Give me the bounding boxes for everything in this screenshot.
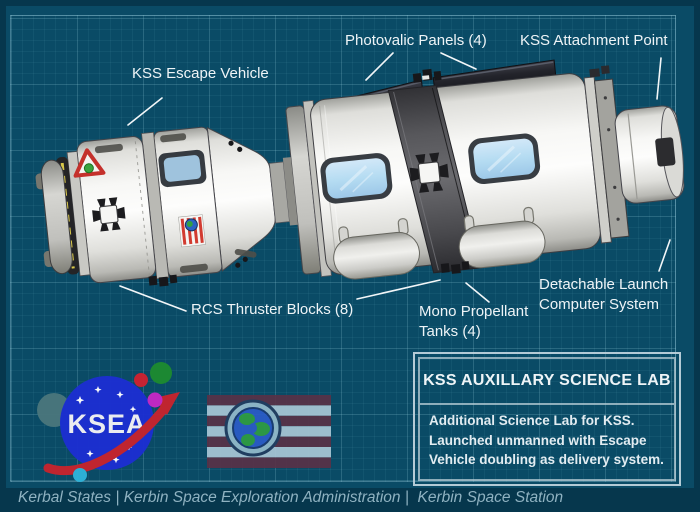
label-photovalic-panels: Photovalic Panels (4) xyxy=(345,32,487,49)
launch-computer-module xyxy=(614,105,685,204)
label-rcs-thrusters: RCS Thruster Blocks (8) xyxy=(191,301,354,318)
leader-computer xyxy=(658,239,671,272)
leader-photovalic-right xyxy=(440,52,477,70)
cyan-planet-dot-icon xyxy=(73,468,87,482)
leader-photovalic-left xyxy=(365,52,394,81)
warning-triangle-decal xyxy=(73,148,106,178)
info-box-title: KSS AUXILLARY SCIENCE LAB xyxy=(420,359,674,405)
green-planet-dot-icon xyxy=(150,362,172,384)
info-box-inner-frame: KSS AUXILLARY SCIENCE LAB Additional Sci… xyxy=(418,357,676,481)
science-lab-module xyxy=(285,65,685,280)
leader-rcs-left xyxy=(119,285,187,312)
flag-decal xyxy=(178,214,206,248)
info-box-body: Additional Science Lab for KSS. Launched… xyxy=(420,405,674,470)
kerbal-states-flag xyxy=(207,395,331,468)
capsule-rcs-block xyxy=(148,274,178,287)
leader-rcs-right xyxy=(356,279,441,300)
escape-vehicle-capsule xyxy=(35,126,298,287)
label-computer: Detachable Launch Computer System xyxy=(539,275,668,315)
info-line-3: Vehicle doubling as delivery system. xyxy=(429,452,664,467)
label-computer-line2: Computer System xyxy=(539,296,660,313)
label-escape-vehicle: KSS Escape Vehicle xyxy=(132,65,269,82)
label-mono-tanks-line2: Tanks (4) xyxy=(419,323,481,340)
info-line-1: Additional Science Lab for KSS. xyxy=(429,413,635,428)
leader-attachment-point xyxy=(656,57,662,100)
red-planet-dot-icon xyxy=(134,373,148,387)
label-mono-tanks: Mono Propellant Tanks (4) xyxy=(419,302,528,342)
ksea-agency-logo: KSEA xyxy=(37,362,180,482)
leader-lines xyxy=(119,52,671,312)
label-attachment-point: KSS Attachment Point xyxy=(520,32,668,49)
magenta-planet-dot-icon xyxy=(147,392,163,408)
label-mono-tanks-line1: Mono Propellant xyxy=(419,303,529,320)
flag-globe-icon xyxy=(224,399,282,457)
mono-propellant-tanks xyxy=(333,206,546,280)
ksea-logo-text: KSEA xyxy=(67,409,146,439)
spacecraft-illustration xyxy=(35,59,685,287)
lab-window-right xyxy=(468,133,541,185)
label-computer-line1: Detachable Launch xyxy=(539,276,669,293)
leader-mono-tanks xyxy=(465,282,490,303)
info-line-2: Launched unmanned with Escape xyxy=(429,432,647,448)
leader-escape-vehicle xyxy=(127,97,163,126)
capsule-vents xyxy=(94,133,257,273)
info-box: KSS AUXILLARY SCIENCE LAB Additional Sci… xyxy=(413,352,681,486)
attachment-ring xyxy=(583,65,630,244)
lab-window-left xyxy=(320,153,393,204)
footer-caption: Kerbal States | Kerbin Space Exploration… xyxy=(18,489,564,506)
capsule-window xyxy=(158,149,207,188)
rcs-thruster-blocks xyxy=(412,68,470,274)
